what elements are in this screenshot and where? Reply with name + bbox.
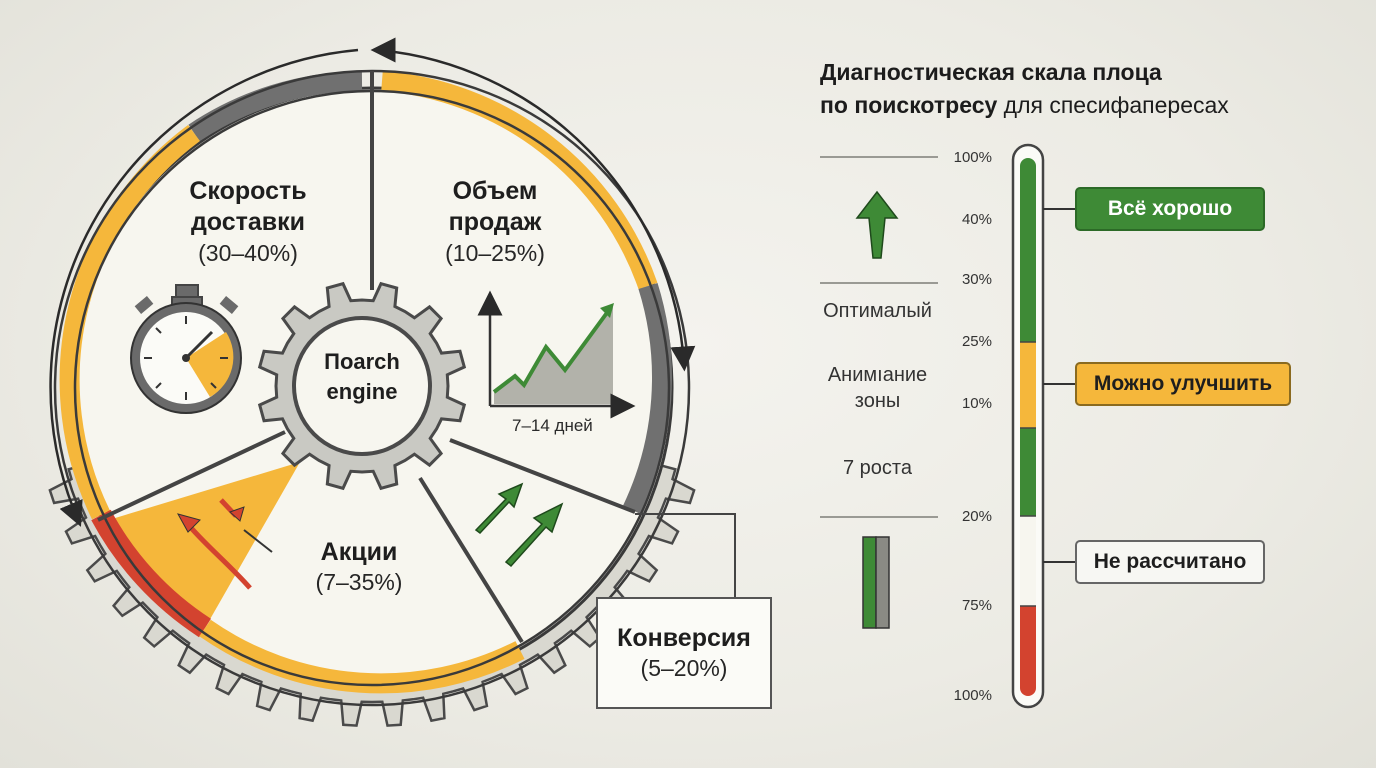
panel-title: Диагностическая скала плоца по поискотре…: [820, 56, 1229, 123]
animation-label-line2: зоны: [854, 390, 901, 412]
sales-growth-chart-icon: [477, 290, 636, 419]
status-badge-good: Всё хорошо: [1075, 187, 1265, 231]
promos-accent-fill: [102, 462, 300, 628]
conversion-arrows-icon: [474, 482, 564, 568]
rotation-arrow-left: [49, 48, 359, 527]
badge-connectors: [1043, 208, 1075, 563]
rotation-arrow-right: [377, 48, 696, 372]
sales-title-line2: продаж: [448, 208, 542, 237]
stopwatch-icon: [130, 284, 242, 414]
conversion-connector: [635, 513, 736, 597]
center-label-line2: engine: [326, 378, 398, 404]
growth-label: 7 роста: [843, 457, 912, 479]
center-label-line1: Поarch: [324, 349, 400, 374]
delivery-speed-label: Скорость доставки (30–40%): [168, 176, 328, 267]
promos-range: (7–35%): [315, 569, 403, 596]
tick-label: 25%: [961, 333, 992, 350]
legend-swatch-icon: [862, 536, 890, 629]
animation-zones-label: Анимıание зоны: [800, 362, 955, 414]
delivery-title-line2: доставки: [190, 208, 306, 237]
promo-arrows-icon: [176, 498, 273, 590]
sales-volume-label: Объем продаж (10–25%): [412, 176, 578, 267]
optimal-label: Оптималый: [823, 300, 932, 322]
tick-label: 10%: [961, 395, 992, 412]
tick-label: 40%: [961, 211, 992, 228]
status-badge-not-calculated: Не рассчитано: [1075, 540, 1265, 584]
title-line2-bold: по поискотресу: [820, 92, 998, 119]
sales-chart-caption: 7–14 дней: [512, 416, 593, 435]
sales-title-line1: Объем: [452, 177, 538, 205]
sales-range: (10–25%): [445, 239, 545, 266]
tick-label: 30%: [961, 271, 992, 288]
promos-title: Акции: [320, 538, 398, 566]
diagnostic-scale-bar: [1011, 143, 1045, 709]
conversion-box: Конверсия (5–20%): [596, 597, 772, 709]
title-line2-rest: для спесифапересах: [997, 92, 1229, 119]
animation-label-line1: Анимıание: [827, 364, 928, 386]
status-badge-improve: Можно улучшить: [1075, 362, 1291, 406]
title-line1: Диагностическая скала плоца: [820, 59, 1162, 85]
tick-label: 20%: [961, 508, 992, 525]
delivery-range: (30–40%): [198, 239, 298, 266]
scale-guide-lines: [820, 156, 938, 518]
tick-label: 100%: [953, 687, 992, 704]
center-gear-icon: [257, 281, 467, 491]
up-arrow-icon: [855, 190, 899, 259]
center-engine-label: Поarch engine: [294, 347, 430, 406]
outer-ring: [59, 71, 672, 694]
promos-label: Акции (7–35%): [284, 537, 434, 597]
delivery-title-line1: Скорость: [189, 177, 307, 205]
tick-label: 75%: [961, 597, 992, 614]
tick-label: 100%: [953, 149, 992, 166]
conversion-title: Конверсия: [617, 623, 751, 652]
conversion-range: (5–20%): [640, 655, 728, 682]
segment-dividers: [97, 71, 636, 644]
